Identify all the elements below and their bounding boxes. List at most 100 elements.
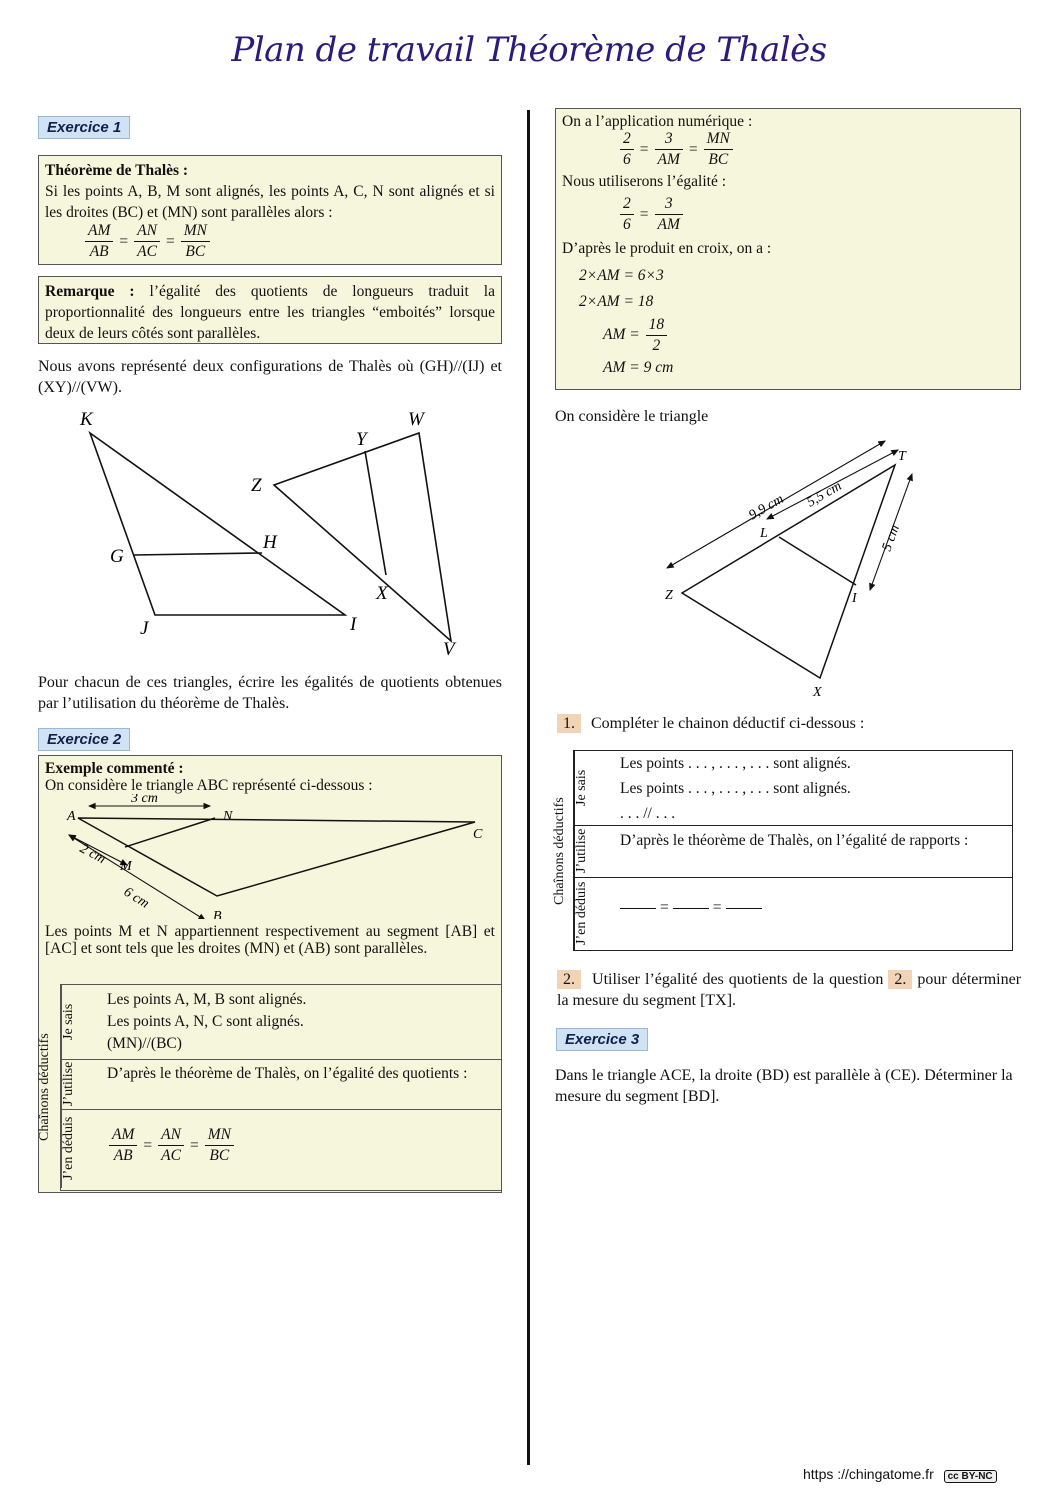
label-b: B	[213, 909, 222, 919]
calc-step: 2×AM = 6×3	[579, 267, 664, 284]
row-head: J’utilise	[61, 1059, 96, 1109]
side-label: Chaînons déductifs	[552, 797, 567, 905]
label-m: M	[119, 859, 133, 874]
triangle-kji	[88, 430, 348, 616]
triangle-tzx-figure: T L Z I X 9,9 cm 5,5 cm 5 cm	[665, 440, 913, 700]
row-head: J’en déduis	[61, 1109, 96, 1188]
remark-box: Remarque : l’égalité des quotients de lo…	[38, 276, 502, 344]
ex1-question: Pour chacun de ces triangles, écrire les…	[38, 674, 502, 712]
remark-title: Remarque :	[45, 283, 135, 300]
row-line: . . . // . . .	[620, 805, 676, 822]
label-length-am: 2 cm	[77, 841, 108, 867]
point-label-j: J	[140, 618, 150, 639]
label-i: I	[851, 591, 858, 606]
exercise-1-tag: Exercice 1	[38, 116, 131, 139]
license-badge-icon: cc BY-NC	[943, 1470, 997, 1483]
ex1-intro: Nous avons représenté deux configuration…	[38, 358, 502, 396]
consider-triangle: On considère le triangle	[555, 408, 709, 425]
point-label-w: W	[408, 409, 426, 430]
calc-step: 2×AM = 18	[579, 293, 654, 310]
thales-figures: K G H J I Z Y W X V	[79, 409, 457, 660]
side-label: Chaînons déductifs	[37, 1033, 52, 1142]
point-label-h: H	[262, 532, 278, 553]
point-label-z: Z	[251, 475, 262, 496]
point-label-x: X	[375, 583, 389, 604]
label-n: N	[222, 809, 233, 824]
point-label-g: G	[110, 546, 124, 567]
row-j-utilise: J’utilise D’après le théorème de Thalès,…	[61, 1059, 501, 1110]
example-box: Exemple commenté : On considère le trian…	[37, 755, 502, 1193]
theorem-text: Si les points A, B, M sont alignés, les …	[45, 183, 495, 221]
row-line: (MN)//(BC)	[107, 1035, 182, 1052]
label-t: T	[898, 449, 907, 464]
theorem-box: Théorème de Thalès : Si les points A, B,…	[38, 155, 502, 265]
deduction-table-example: Chaînons déductifs Je sais Les points A,…	[37, 984, 502, 1191]
row-head: Je sais	[574, 751, 609, 825]
label-length-lt: 5,5 cm	[805, 479, 845, 511]
row-j-utilise: J’utilise D’après le théorème de Thalès,…	[574, 825, 1012, 878]
example-intro: On considère le triangle ABC représenté …	[45, 777, 373, 794]
row-j-en-deduis: J’en déduis ==	[574, 877, 1012, 950]
question-reference: 2.	[888, 970, 913, 989]
label-length-an: 3 cm	[130, 794, 158, 806]
footer: https ://chingatome.fr cc BY-NC	[803, 1466, 997, 1483]
label-x: X	[812, 685, 822, 700]
theorem-title: Théorème de Thalès :	[45, 162, 189, 179]
calc-line: Nous utiliserons l’égalité :	[562, 173, 727, 190]
calc-line: D’après le produit en croix, on a :	[562, 240, 772, 257]
row-line: Les points A, M, B sont alignés.	[107, 991, 307, 1008]
ex3-text: Dans le triangle ACE, la droite (BD) est…	[555, 1067, 1013, 1105]
remark-text: l’égalité des quotients de longueurs tra…	[45, 283, 495, 342]
triangle-abc-figure: A N C M B 3 cm 2 cm 6 cm	[66, 794, 483, 919]
segment-gh	[133, 552, 263, 556]
row-head: J’en déduis	[574, 877, 609, 950]
label-l: L	[759, 526, 768, 541]
row-line: Les points A, N, C sont alignés.	[107, 1013, 304, 1030]
point-label-v: V	[443, 639, 457, 660]
label-a: A	[66, 809, 76, 824]
question-number: 2.	[557, 970, 581, 989]
footer-url[interactable]: https ://chingatome.fr	[803, 1466, 934, 1482]
row-line: D’après le théorème de Thalès, on l’égal…	[620, 832, 969, 849]
example-text: Les points M et N appartiennent respecti…	[45, 923, 495, 957]
exercise-2-tag: Exercice 2	[38, 728, 131, 751]
triangle-zwv	[272, 431, 453, 644]
label-length-ti: 5 cm	[880, 523, 903, 553]
row-head: J’utilise	[574, 825, 609, 877]
deduction-table-blank: Chaînons déductifs Je sais Les points . …	[552, 750, 1015, 952]
point-label-y: Y	[356, 429, 369, 450]
point-label-k: K	[79, 409, 94, 430]
calc-line: On a l’application numérique :	[562, 113, 753, 130]
label-length-zt: 9,9 cm	[747, 492, 787, 524]
label-length-ab: 6 cm	[121, 885, 152, 912]
example-title: Exemple commenté :	[45, 760, 184, 777]
exercise-3-tag: Exercice 3	[556, 1028, 649, 1051]
question-number: 1.	[557, 714, 581, 733]
segment-yx	[364, 450, 387, 576]
calc-step: AM = 9 cm	[603, 359, 674, 376]
row-je-sais: Je sais Les points . . . , . . . , . . .…	[574, 751, 1012, 826]
question-text: pour déterminer la mesure du segment [TX…	[557, 971, 1022, 1009]
row-line: Les points . . . , . . . , . . . sont al…	[620, 780, 851, 797]
blank-formula: ==	[620, 899, 762, 917]
row-line: Les points . . . , . . . , . . . sont al…	[620, 755, 851, 772]
row-je-sais: Je sais Les points A, M, B sont alignés.…	[61, 985, 501, 1060]
question-2: 2. Utiliser l’égalité des quotients de l…	[557, 969, 1021, 1011]
question-1: 1. Compléter le chainon déductif ci-dess…	[557, 713, 864, 734]
column-divider	[527, 110, 530, 1465]
label-c: C	[473, 827, 483, 842]
point-label-i: I	[349, 614, 358, 635]
label-z: Z	[665, 588, 673, 603]
question-text: Utiliser l’égalité des quotients de la q…	[592, 971, 884, 988]
question-text: Compléter le chainon déductif ci-dessous…	[591, 715, 865, 732]
